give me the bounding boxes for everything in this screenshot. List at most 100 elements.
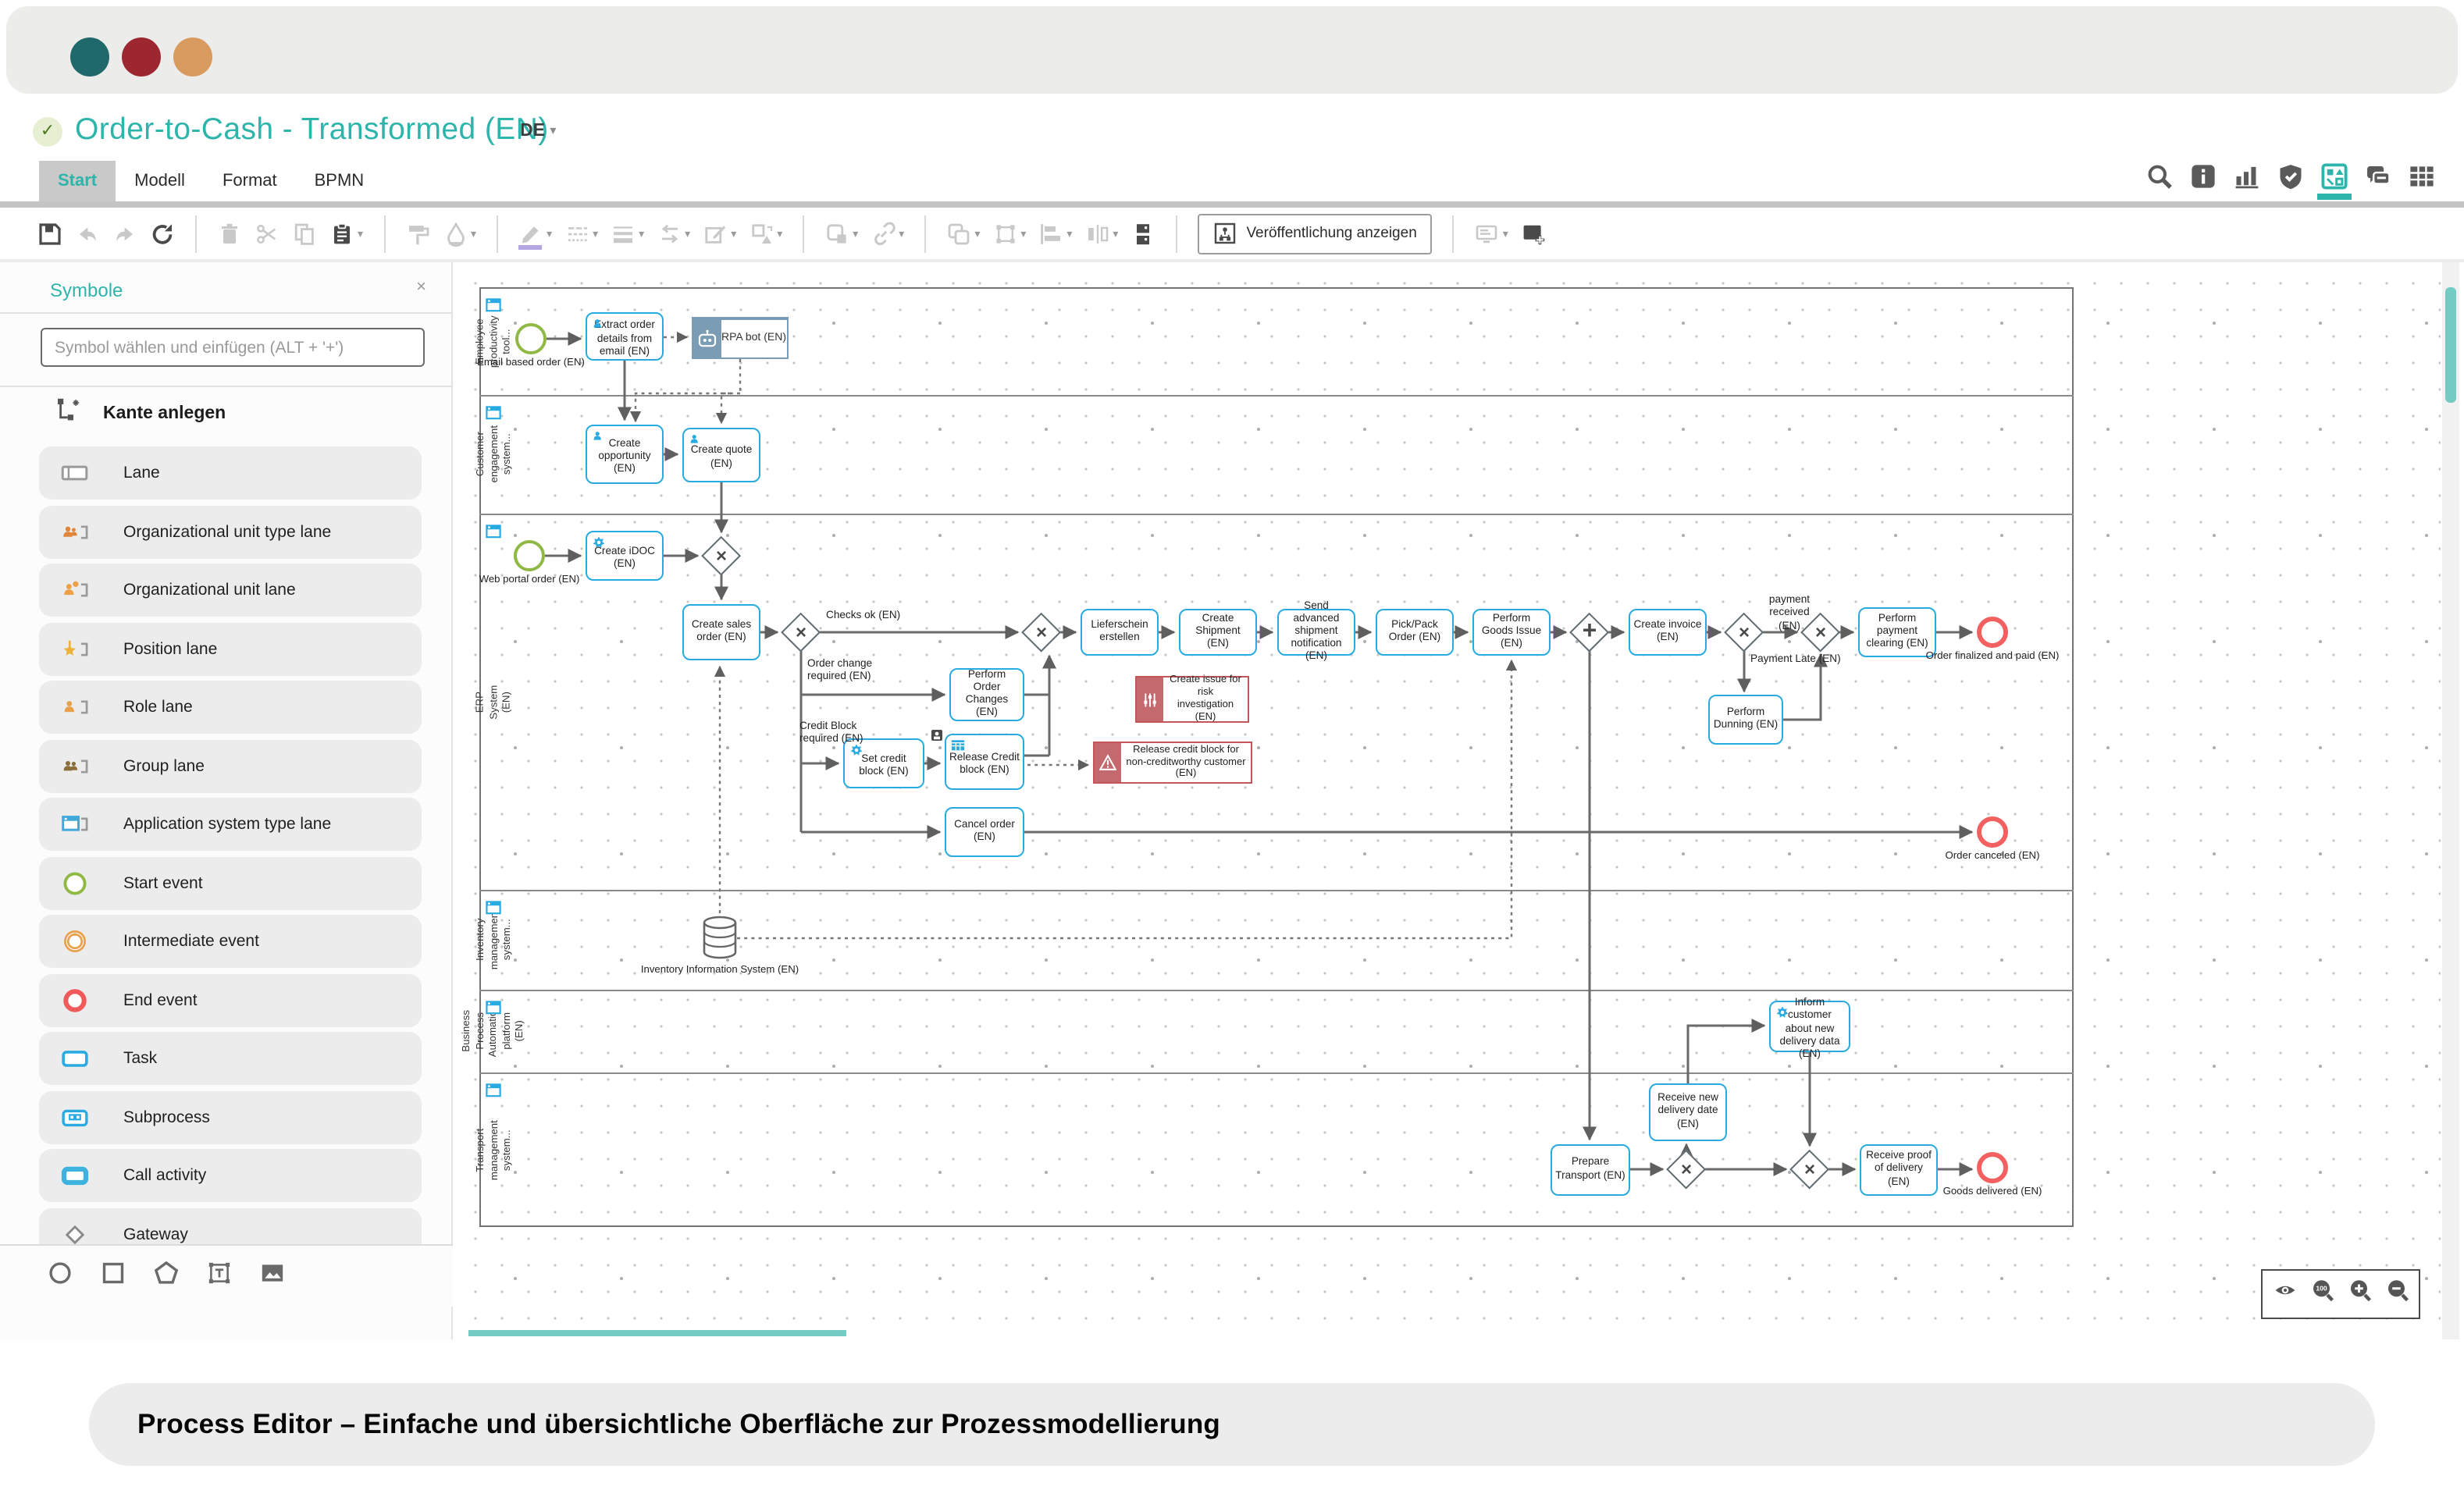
- comments-icon[interactable]: [2364, 162, 2392, 190]
- eye-icon[interactable]: [2273, 1279, 2296, 1310]
- validation-shield-icon[interactable]: [2277, 162, 2305, 190]
- paste-icon[interactable]: ▾: [329, 221, 363, 246]
- task-create-idoc-en[interactable]: Create iDOC (EN): [586, 531, 664, 581]
- exclusive-gateway[interactable]: ×: [1022, 613, 1061, 652]
- exclusive-gateway[interactable]: ×: [1790, 1150, 1829, 1189]
- parallel-gateway[interactable]: +: [1570, 613, 1609, 652]
- exclusive-gateway[interactable]: ×: [1667, 1150, 1706, 1189]
- image-shape-icon[interactable]: [259, 1259, 286, 1293]
- zoom-in-icon[interactable]: [2348, 1279, 2371, 1310]
- undo-icon[interactable]: [75, 221, 100, 246]
- square-shape-icon[interactable]: [100, 1259, 126, 1293]
- replace-shape-icon[interactable]: ▾: [749, 221, 782, 246]
- symbol-item-task[interactable]: Task: [39, 1032, 422, 1085]
- selection-icon[interactable]: ▾: [992, 221, 1026, 246]
- start-event-email-based-order-en[interactable]: [515, 323, 547, 354]
- task-perform-order-changes-en[interactable]: Perform Order Changes (EN): [949, 668, 1024, 721]
- task-perform-payment-clearing-en[interactable]: Perform payment clearing (EN): [1858, 607, 1936, 657]
- info-icon[interactable]: [2189, 162, 2217, 190]
- datastore-cylinder[interactable]: [701, 915, 739, 962]
- link-icon[interactable]: ▾: [871, 221, 904, 246]
- task-perform-goods-issue-en[interactable]: Perform Goods Issue (EN): [1472, 609, 1551, 656]
- task-create-quote-en[interactable]: Create quote (EN): [682, 428, 760, 482]
- symbol-item-group-lane[interactable]: Group lane: [39, 739, 422, 792]
- show-publication-button[interactable]: Veröffentlichung anzeigen: [1198, 213, 1433, 254]
- line-color-icon[interactable]: ▾: [518, 221, 552, 249]
- zoom-out-icon[interactable]: [2385, 1279, 2409, 1310]
- symbol-item-organizational-unit-type-lane[interactable]: Organizational unit type lane: [39, 505, 422, 558]
- cut-icon[interactable]: [255, 221, 280, 246]
- task-extract-order-details-from-email-en[interactable]: Extract order details from email (EN): [586, 312, 664, 361]
- end-event-order-finalized-and-paid-en[interactable]: [1977, 617, 2008, 648]
- circle-shape-icon[interactable]: [47, 1259, 73, 1293]
- rpa-bot-participant[interactable]: RPA bot (EN): [692, 317, 789, 359]
- exclusive-gateway[interactable]: ×: [1801, 613, 1840, 652]
- search-icon[interactable]: [2145, 162, 2174, 190]
- edit-shape-icon[interactable]: ▾: [703, 221, 736, 246]
- line-width-icon[interactable]: ▾: [611, 221, 644, 246]
- symbol-item-position-lane[interactable]: Position lane: [39, 622, 422, 675]
- tab-bpmn[interactable]: BPMN: [314, 172, 365, 190]
- language-selector[interactable]: DE ▾: [520, 122, 556, 140]
- symbol-search-input[interactable]: [41, 328, 425, 367]
- layout-rows-icon[interactable]: [1131, 221, 1155, 246]
- tab-format[interactable]: Format: [222, 172, 277, 190]
- symbol-item-call-activity[interactable]: Call activity: [39, 1149, 422, 1202]
- task-create-invoice-en[interactable]: Create invoice (EN): [1629, 609, 1707, 656]
- dash-style-icon[interactable]: ▾: [564, 221, 598, 246]
- open-new-window-icon[interactable]: [1521, 221, 1546, 246]
- horizontal-scrollbar-thumb[interactable]: [468, 1330, 846, 1336]
- text-frame-icon[interactable]: [206, 1259, 233, 1293]
- create-edge-tool[interactable]: Kante anlegen: [56, 397, 226, 431]
- delete-icon[interactable]: [217, 221, 242, 246]
- copy-icon[interactable]: [292, 221, 317, 246]
- task-create-sales-order-en[interactable]: Create sales order (EN): [682, 604, 760, 660]
- distribute-icon[interactable]: ▾: [1084, 221, 1118, 246]
- align-icon[interactable]: ▾: [1038, 221, 1072, 246]
- task-prepare-transport-en[interactable]: Prepare Transport (EN): [1551, 1144, 1630, 1196]
- symbol-item-intermediate-event[interactable]: Intermediate event: [39, 915, 422, 968]
- fill-color-icon[interactable]: ▾: [443, 221, 476, 246]
- task-release-credit-block-en[interactable]: Release Credit block (EN): [945, 734, 1024, 790]
- task-pick-pack-order-en[interactable]: Pick/Pack Order (EN): [1376, 609, 1454, 656]
- symbol-item-gateway[interactable]: Gateway: [39, 1207, 422, 1244]
- redo-icon[interactable]: [112, 221, 137, 246]
- symbol-item-lane[interactable]: Lane: [39, 446, 422, 500]
- task-cancel-order-en[interactable]: Cancel order (EN): [945, 807, 1024, 857]
- format-painter-icon[interactable]: [405, 221, 430, 246]
- attributes-table-icon[interactable]: [2408, 162, 2436, 190]
- task-create-shipment-en[interactable]: Create Shipment (EN): [1179, 609, 1257, 656]
- symbol-item-organizational-unit-lane[interactable]: Organizational unit lane: [39, 564, 422, 617]
- task-receive-new-delivery-date-en[interactable]: Receive new delivery date (EN): [1649, 1083, 1727, 1141]
- close-icon[interactable]: ×: [416, 278, 426, 297]
- start-event-web-portal-order-en[interactable]: [514, 540, 545, 571]
- task-receive-proof-of-delivery-en[interactable]: Receive proof of delivery (EN): [1860, 1144, 1938, 1196]
- symbol-item-subprocess[interactable]: Subprocess: [39, 1090, 422, 1143]
- preview-icon[interactable]: ▾: [1475, 221, 1508, 246]
- exclusive-gateway[interactable]: ×: [782, 613, 821, 652]
- task-send-advanced-shipment-notification-en[interactable]: Send advanced shipment notification (EN): [1277, 601, 1355, 662]
- symbol-item-application-system-type-lane[interactable]: Application system type lane: [39, 798, 422, 851]
- save-icon[interactable]: [37, 221, 62, 246]
- arrow-style-icon[interactable]: ▾: [657, 221, 690, 246]
- exclusive-gateway[interactable]: ×: [702, 536, 741, 575]
- zoom-100-icon[interactable]: 100: [2310, 1279, 2334, 1310]
- exclusive-gateway[interactable]: ×: [1725, 613, 1764, 652]
- statistics-icon[interactable]: [2233, 162, 2261, 190]
- annotation-sliders[interactable]: Create issue for risk investigation (EN): [1135, 675, 1249, 723]
- task-inform-customer-about-new-delivery-data-en[interactable]: Inform customer about new delivery data …: [1769, 998, 1850, 1059]
- pentagon-shape-icon[interactable]: [153, 1259, 180, 1293]
- end-event-order-canceled-en[interactable]: [1977, 816, 2008, 848]
- tab-start[interactable]: Start: [39, 161, 116, 201]
- symbol-item-end-event[interactable]: End event: [39, 973, 422, 1026]
- symbol-item-role-lane[interactable]: Role lane: [39, 681, 422, 734]
- task-lieferschein-erstellen[interactable]: Lieferschein erstellen: [1081, 609, 1159, 656]
- end-event-goods-delivered-en[interactable]: [1977, 1152, 2008, 1183]
- task-perform-dunning-en[interactable]: Perform Dunning (EN): [1708, 695, 1783, 745]
- vertical-scrollbar-thumb[interactable]: [2445, 287, 2456, 403]
- task-create-opportunity-en[interactable]: Create opportunity (EN): [586, 425, 664, 484]
- group-icon[interactable]: ▾: [946, 221, 980, 246]
- annotation-warning[interactable]: Release credit block for non-creditworth…: [1093, 742, 1252, 784]
- symbols-panel-icon[interactable]: [2317, 162, 2352, 200]
- insert-shape-icon[interactable]: ▾: [824, 221, 858, 246]
